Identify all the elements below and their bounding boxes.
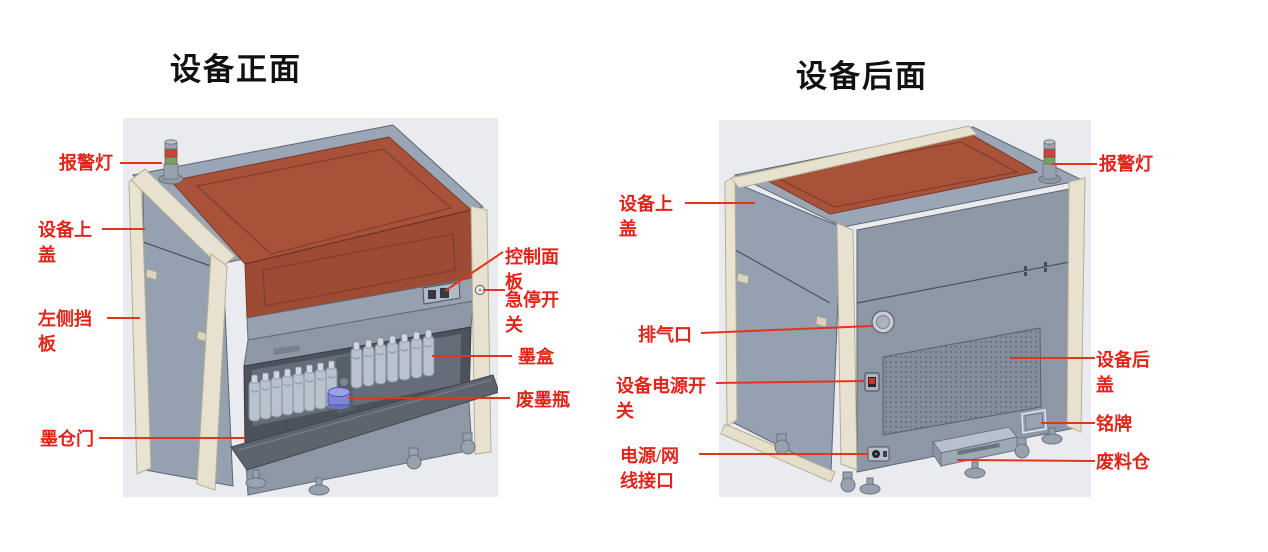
label-front-estop: 急停开关 <box>505 290 559 335</box>
label-back-exhaust: 排气口 <box>638 325 692 345</box>
label-front-control-panel: 控制面板 <box>505 247 559 292</box>
label-back-alarm-light: 报警灯 <box>1099 154 1153 174</box>
label-back-waste-bin: 废料仓 <box>1096 452 1150 472</box>
label-front-left-panel: 左侧挡板 <box>38 309 92 354</box>
label-front-waste-bottle: 废墨瓶 <box>516 390 570 410</box>
waste-ink-bottle <box>327 387 351 409</box>
back-cover-perforated <box>882 327 1042 436</box>
casters <box>774 427 1063 495</box>
label-front-cartridge: 墨盒 <box>518 347 554 367</box>
waste-bin-tray <box>932 426 1018 468</box>
label-front-ink-door: 墨仓门 <box>40 429 94 449</box>
label-back-nameplate: 铭牌 <box>1096 414 1132 434</box>
power-switch <box>864 372 880 392</box>
label-back-back-cover: 设备后盖 <box>1096 350 1150 395</box>
label-back-top-cover: 设备上盖 <box>619 194 673 239</box>
label-back-power-port: 电源/网线接口 <box>620 446 680 491</box>
exhaust-port <box>871 310 895 334</box>
nameplate-plate <box>1021 409 1047 434</box>
label-front-alarm-light: 报警灯 <box>59 153 113 173</box>
back-view-title: 设备后面 <box>796 59 928 94</box>
frame-posts <box>724 125 1086 471</box>
casters <box>245 432 476 496</box>
back-view-illustration <box>719 120 1091 497</box>
alarm-light-tower <box>158 139 184 185</box>
power-network-port <box>867 446 890 462</box>
front-slot <box>273 345 300 355</box>
front-view-title: 设备正面 <box>170 52 302 87</box>
estop-button <box>475 285 485 295</box>
alarm-light-tower <box>1038 139 1062 184</box>
front-view-illustration <box>123 118 498 497</box>
label-front-top-cover: 设备上盖 <box>38 220 92 265</box>
label-back-power-switch: 设备电源开关 <box>616 376 706 421</box>
left-side-panel <box>729 181 842 473</box>
